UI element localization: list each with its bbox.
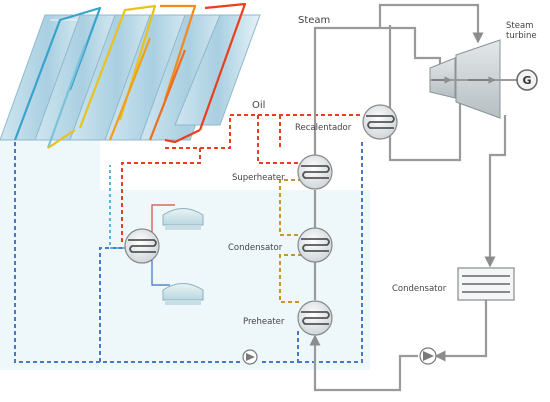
hot-storage-tank [162, 208, 204, 230]
collector-trough-6 [174, 14, 261, 126]
water-pump-icon [419, 347, 437, 365]
condensator-mid-label: Condensator [228, 243, 283, 253]
steam-turbine-label-line2: turbine [506, 31, 537, 41]
oil-label: Oil [252, 100, 265, 111]
condensator-right-label: Condensator [392, 284, 447, 294]
heat-exchanger-recalentador [362, 104, 398, 140]
heat-exchanger-superheater [297, 154, 333, 190]
preheater-label: Preheater [243, 317, 285, 327]
cold-storage-tank [162, 283, 204, 305]
heat-exchanger-storage [124, 228, 160, 264]
cold-oil-return-loop [14, 140, 363, 363]
storage-tank-connectors [151, 204, 175, 286]
oil-pump-icon [242, 349, 258, 365]
steam-turbine [429, 39, 520, 119]
heat-exchanger-condensator [297, 227, 333, 263]
recalentador-label: Recalentador [295, 123, 352, 133]
superheater-label: Superheater [232, 173, 285, 183]
hot-oil-supply-lines [121, 114, 360, 245]
collector-field [0, 2, 261, 149]
cool-oil-dotted-mix [109, 165, 125, 249]
steam-turbine-label-line1: Steam [506, 21, 533, 31]
intermediate-oil-lines [279, 179, 302, 303]
steam-label: Steam [298, 15, 330, 26]
generator-label: G [522, 74, 531, 87]
generator-icon: G [516, 69, 538, 91]
condenser-unit [457, 267, 515, 301]
heat-exchanger-preheater [297, 300, 333, 336]
collector-receiver-tubes [13, 2, 247, 149]
